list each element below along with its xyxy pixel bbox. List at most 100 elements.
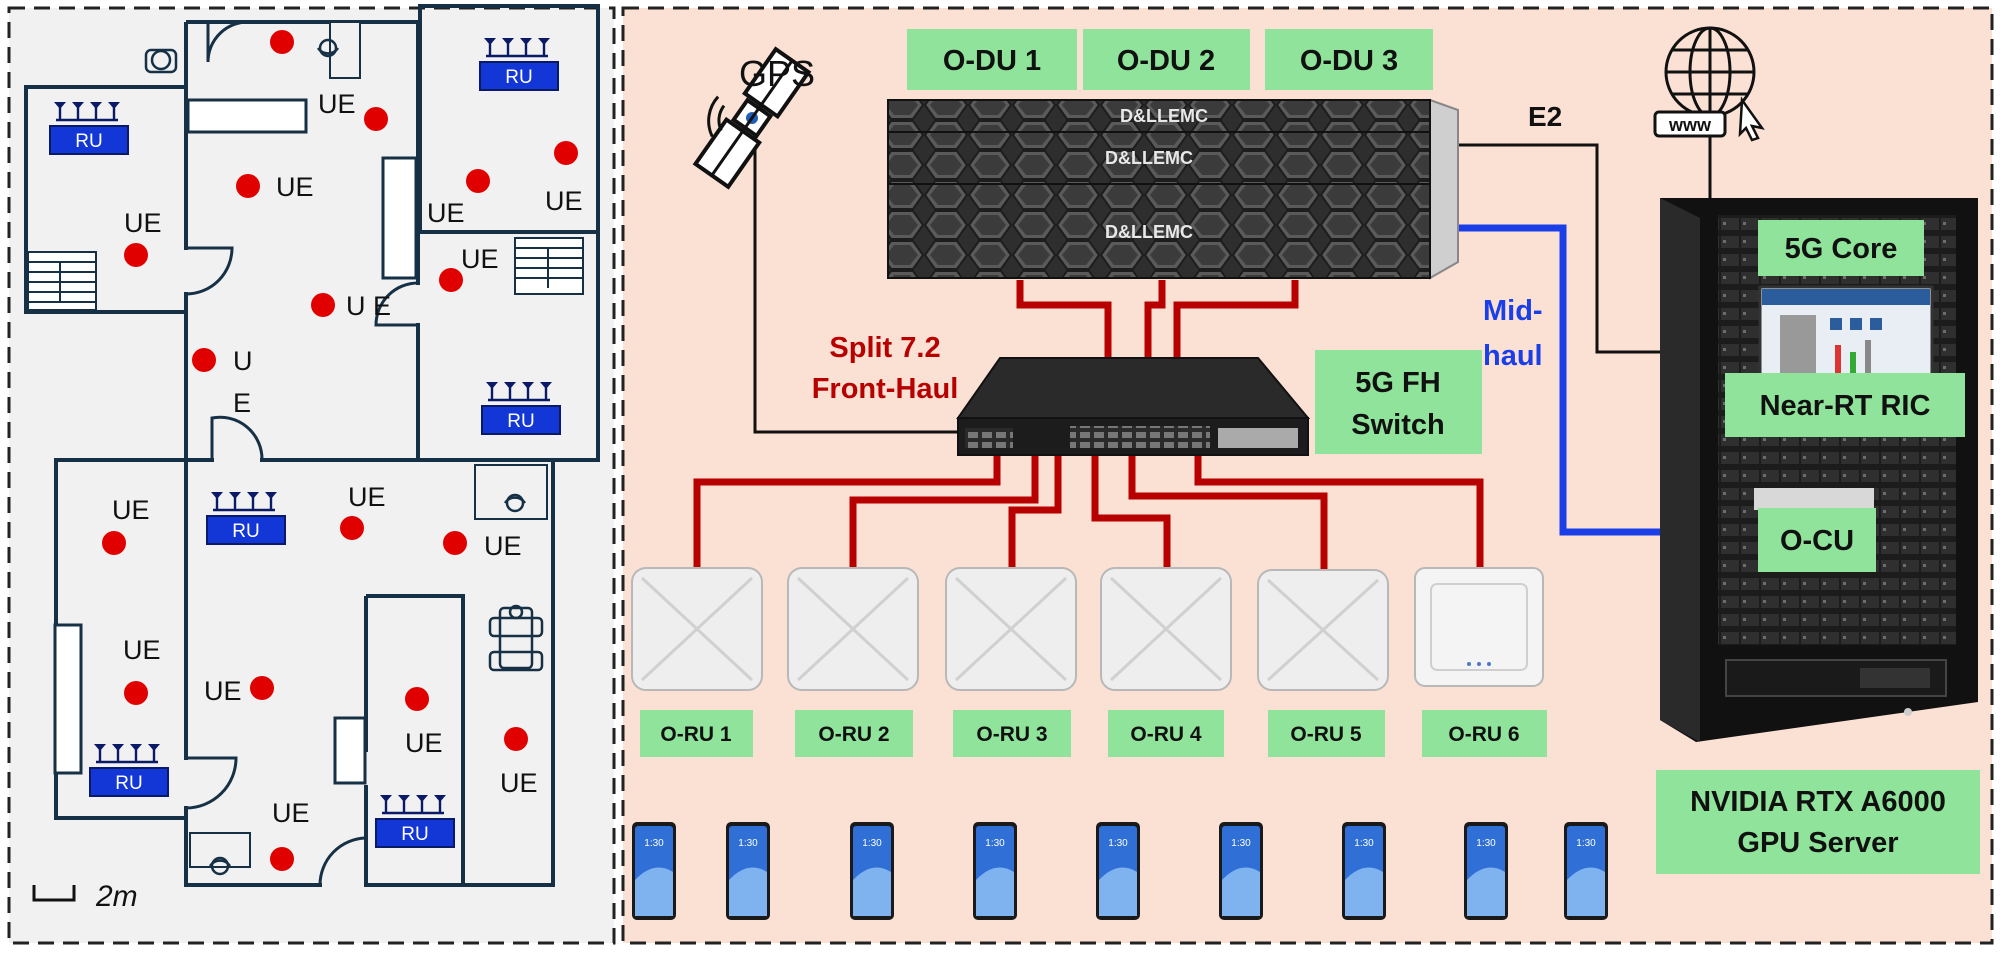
ue-dot — [439, 268, 463, 292]
oru-label: O-RU 4 — [1130, 723, 1201, 746]
phone-clock: 1:30 — [738, 838, 758, 849]
smartphone: 1:30 — [973, 822, 1017, 920]
ric-label: Near-RT RIC — [1760, 390, 1931, 422]
stairs-icon — [27, 251, 97, 311]
ocu-label: O-CU — [1780, 525, 1854, 557]
ue-label: UE — [276, 172, 314, 202]
ru-label: RU — [232, 521, 259, 542]
www-badge — [1653, 110, 1727, 138]
system-panel: GPS O-DU 1 O-DU 2 O-DU 3 D&LLEMC D&LLEMC… — [621, 6, 1994, 945]
ru-unit: RU — [49, 100, 129, 155]
gps-label: GPS — [739, 53, 815, 94]
ue-labels: UE UE UE UE UE UE U E U E UE UE UE UE UE… — [112, 89, 583, 828]
core-label: 5G Core — [1785, 233, 1898, 265]
phone-clock: 1:30 — [1108, 838, 1128, 849]
odu-label: O-DU 3 — [1300, 45, 1398, 77]
ue-dot — [443, 531, 467, 555]
ue-dot — [124, 681, 148, 705]
smartphone: 1:30 — [1342, 822, 1386, 920]
fh-switch-label: Switch — [1351, 409, 1444, 441]
gps-cable — [753, 122, 975, 434]
midhaul-label: Mid- — [1483, 295, 1543, 327]
e2-label: E2 — [1528, 101, 1562, 132]
odu-label-box — [1083, 29, 1250, 90]
smartphone: 1:30 — [632, 822, 676, 920]
www-label: www — [1668, 115, 1712, 135]
ue-dot — [466, 169, 490, 193]
ric-label-box — [1725, 373, 1965, 437]
oru-label: O-RU 3 — [976, 723, 1047, 746]
odu-server — [887, 131, 1431, 185]
ue-dot — [270, 847, 294, 871]
server-brand: D&LLEMC — [1120, 106, 1208, 126]
ru-label: RU — [75, 131, 102, 152]
ue-dot — [340, 516, 364, 540]
fh-switch-label: 5G FH — [1355, 367, 1440, 399]
smartphone-row: 1:30 1:30 1:30 1:30 1:30 1:30 1:30 1:30 1:30 — [632, 822, 1608, 920]
odu-label: O-DU 2 — [1117, 45, 1215, 77]
ue-dot — [364, 107, 388, 131]
ue-label: UE — [318, 89, 356, 119]
e2-cable — [1455, 143, 1690, 354]
oru-label: O-RU 1 — [660, 723, 731, 746]
ue-label: UE — [405, 728, 443, 758]
oru-label-boxes: O-RU 1 O-RU 2 O-RU 3 O-RU 4 O-RU 5 O-RU … — [640, 710, 1547, 757]
ue-label: UE — [484, 531, 522, 561]
gpu-server-label-box — [1656, 770, 1980, 874]
gpu-server-label: NVIDIA RTX A6000 — [1690, 786, 1946, 818]
ue-dot — [554, 141, 578, 165]
robot-icon — [488, 604, 544, 672]
oru-label: O-RU 6 — [1448, 723, 1519, 746]
stairs-icon-2 — [514, 237, 584, 295]
core-label-box — [1758, 220, 1924, 276]
ue-label: UE — [461, 244, 499, 274]
oru-label: O-RU 2 — [818, 723, 889, 746]
server-brand: D&LLEMC — [1105, 222, 1193, 242]
floor-plan-panel: RU RU RU RU RU RU UE U — [7, 4, 616, 945]
odu-label-box — [1265, 29, 1433, 90]
ue-dot — [311, 293, 335, 317]
ue-dot — [250, 676, 274, 700]
ue-dot — [192, 348, 216, 372]
ue-dot — [405, 687, 429, 711]
ru-unit: RU — [375, 793, 455, 848]
floor-plan-walls — [24, 4, 600, 887]
ru-label: RU — [115, 773, 142, 794]
ue-label: UE — [500, 768, 538, 798]
oru-devices — [631, 567, 1544, 691]
ue-dot — [102, 531, 126, 555]
ru-unit: RU — [479, 36, 559, 91]
ue-label: UE — [272, 798, 310, 828]
odu-label-boxes: O-DU 1 O-DU 2 O-DU 3 — [907, 29, 1433, 90]
ru-label: RU — [401, 824, 428, 845]
smartphone: 1:30 — [1219, 822, 1263, 920]
smartphone: 1:30 — [1464, 822, 1508, 920]
ue-dot — [236, 174, 260, 198]
door-swings — [185, 20, 419, 886]
odu-label: O-DU 1 — [943, 45, 1041, 77]
ue-label: UE — [204, 676, 242, 706]
server-brand: D&LLEMC — [1105, 148, 1193, 168]
ru-unit: RU — [89, 742, 169, 797]
oru-device — [631, 567, 763, 691]
ue-label-split: E — [233, 388, 251, 418]
ue-label: UE — [123, 635, 161, 665]
phone-clock: 1:30 — [1476, 838, 1496, 849]
floor-plan-furniture — [53, 21, 548, 868]
chair-icon — [144, 38, 527, 876]
phone-clock: 1:30 — [985, 838, 1005, 849]
ue-label: UE — [124, 208, 162, 238]
gpu-server-label: GPU Server — [1737, 827, 1898, 859]
ue-label: UE — [112, 495, 150, 525]
smartphone: 1:30 — [850, 822, 894, 920]
scale-bar: 2m — [32, 880, 138, 913]
ru-unit: RU — [206, 490, 286, 545]
door-openings — [182, 250, 422, 889]
smartphone: 1:30 — [726, 822, 770, 920]
phone-clock: 1:30 — [1576, 838, 1596, 849]
phone-clock: 1:30 — [862, 838, 882, 849]
ue-label: UE — [348, 482, 386, 512]
phone-clock: 1:30 — [1354, 838, 1374, 849]
oru-device — [945, 567, 1077, 691]
oru-device — [787, 567, 919, 691]
